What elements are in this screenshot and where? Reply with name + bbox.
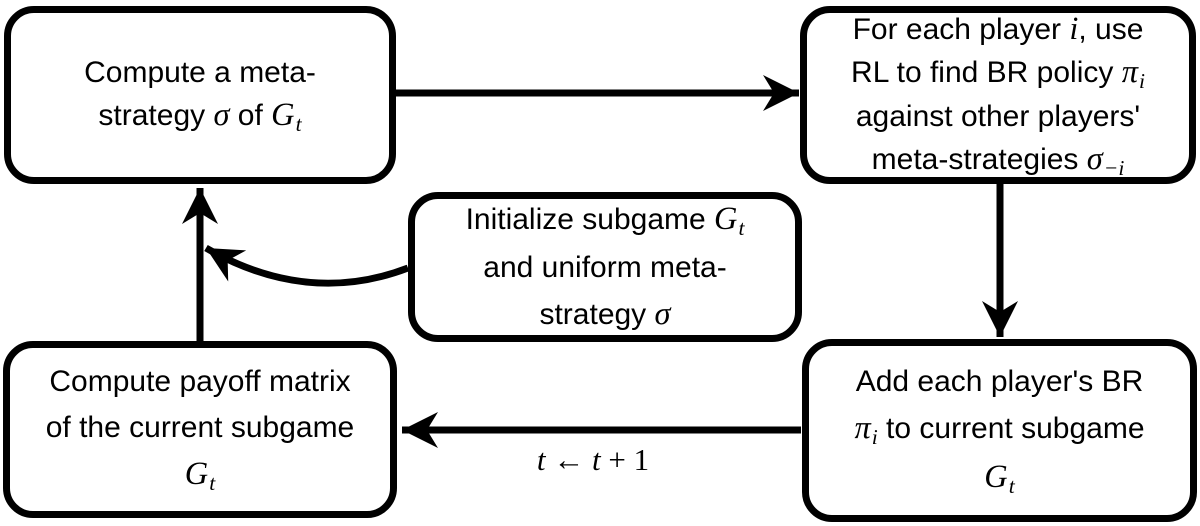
box-text: to current subgame xyxy=(877,411,1145,445)
box-line: against other players' xyxy=(856,96,1140,138)
box-line: Gt xyxy=(984,454,1014,503)
math-sub-i: i xyxy=(1138,68,1145,93)
box-text: Compute a meta- xyxy=(84,55,316,89)
math-G: G xyxy=(271,96,295,133)
flow-box-compute-meta-strategy: Compute a meta- strategy σ of Gt xyxy=(4,6,396,184)
box-line: RL to find BR policy πi xyxy=(851,51,1145,96)
math-sigma: σ xyxy=(654,296,671,332)
box-text: For each player xyxy=(852,12,1070,46)
math-sub-minus-i: −i xyxy=(1103,155,1125,180)
box-line: Compute a meta- xyxy=(84,51,316,94)
box-text: and uniform meta- xyxy=(483,251,727,284)
math-G: G xyxy=(714,201,738,237)
flow-box-initialize-subgame: Initialize subgame Gt and uniform meta- … xyxy=(408,192,802,342)
math-G: G xyxy=(984,458,1008,495)
box-text: meta-strategies xyxy=(871,142,1087,176)
math-sub-i: i xyxy=(871,424,878,449)
flow-box-add-best-responses: Add each player's BR πi to current subga… xyxy=(802,339,1197,522)
box-text: strategy xyxy=(98,98,214,132)
box-text: against other players' xyxy=(855,99,1141,133)
flow-box-rl-best-response: For each player i, use RL to find BR pol… xyxy=(800,6,1196,184)
box-text: Add each player's BR xyxy=(855,364,1144,398)
math-i: i xyxy=(1069,10,1079,47)
box-line: Add each player's BR xyxy=(856,359,1144,405)
math-G: G xyxy=(184,456,209,492)
math-sub-t: t xyxy=(738,216,745,241)
box-line: For each player i, use xyxy=(853,8,1144,51)
box-text: Compute payoff matrix xyxy=(49,365,351,398)
math-sub-t: t xyxy=(295,111,302,136)
arrow-initialize-curve xyxy=(204,244,410,287)
math-pi: π xyxy=(854,409,871,446)
box-line: and uniform meta- xyxy=(483,245,726,291)
box-line: strategy σ of Gt xyxy=(98,94,301,140)
math-plus-one: + 1 xyxy=(600,442,650,477)
math-sub-t: t xyxy=(1008,473,1015,498)
box-text: of the current subgame xyxy=(45,411,355,444)
math-pi: π xyxy=(1121,53,1138,90)
box-text: Initialize subgame xyxy=(465,203,715,236)
math-arrow-assign: ← xyxy=(545,442,592,477)
math-sigma: σ xyxy=(1086,140,1103,177)
box-text: strategy xyxy=(539,298,655,331)
box-text: RL to find BR policy xyxy=(851,55,1122,89)
box-line: of the current subgame xyxy=(46,405,355,451)
math-t: t xyxy=(536,442,546,477)
box-line: meta-strategies σ−i xyxy=(872,138,1125,183)
math-sigma: σ xyxy=(213,96,230,133)
math-sub-t: t xyxy=(209,471,216,496)
box-line: Compute payoff matrix xyxy=(49,359,350,405)
box-text: , use xyxy=(1078,12,1144,46)
math-t: t xyxy=(592,442,601,477)
flow-box-compute-payoff-matrix: Compute payoff matrix of the current sub… xyxy=(3,341,397,518)
box-line: strategy σ xyxy=(539,291,670,338)
box-line: πi to current subgame xyxy=(854,405,1144,454)
box-line: Gt xyxy=(185,451,215,500)
edge-label-increment-t: t ← t + 1 xyxy=(473,442,713,478)
box-text: of xyxy=(229,98,272,132)
box-line: Initialize subgame Gt xyxy=(466,196,745,245)
